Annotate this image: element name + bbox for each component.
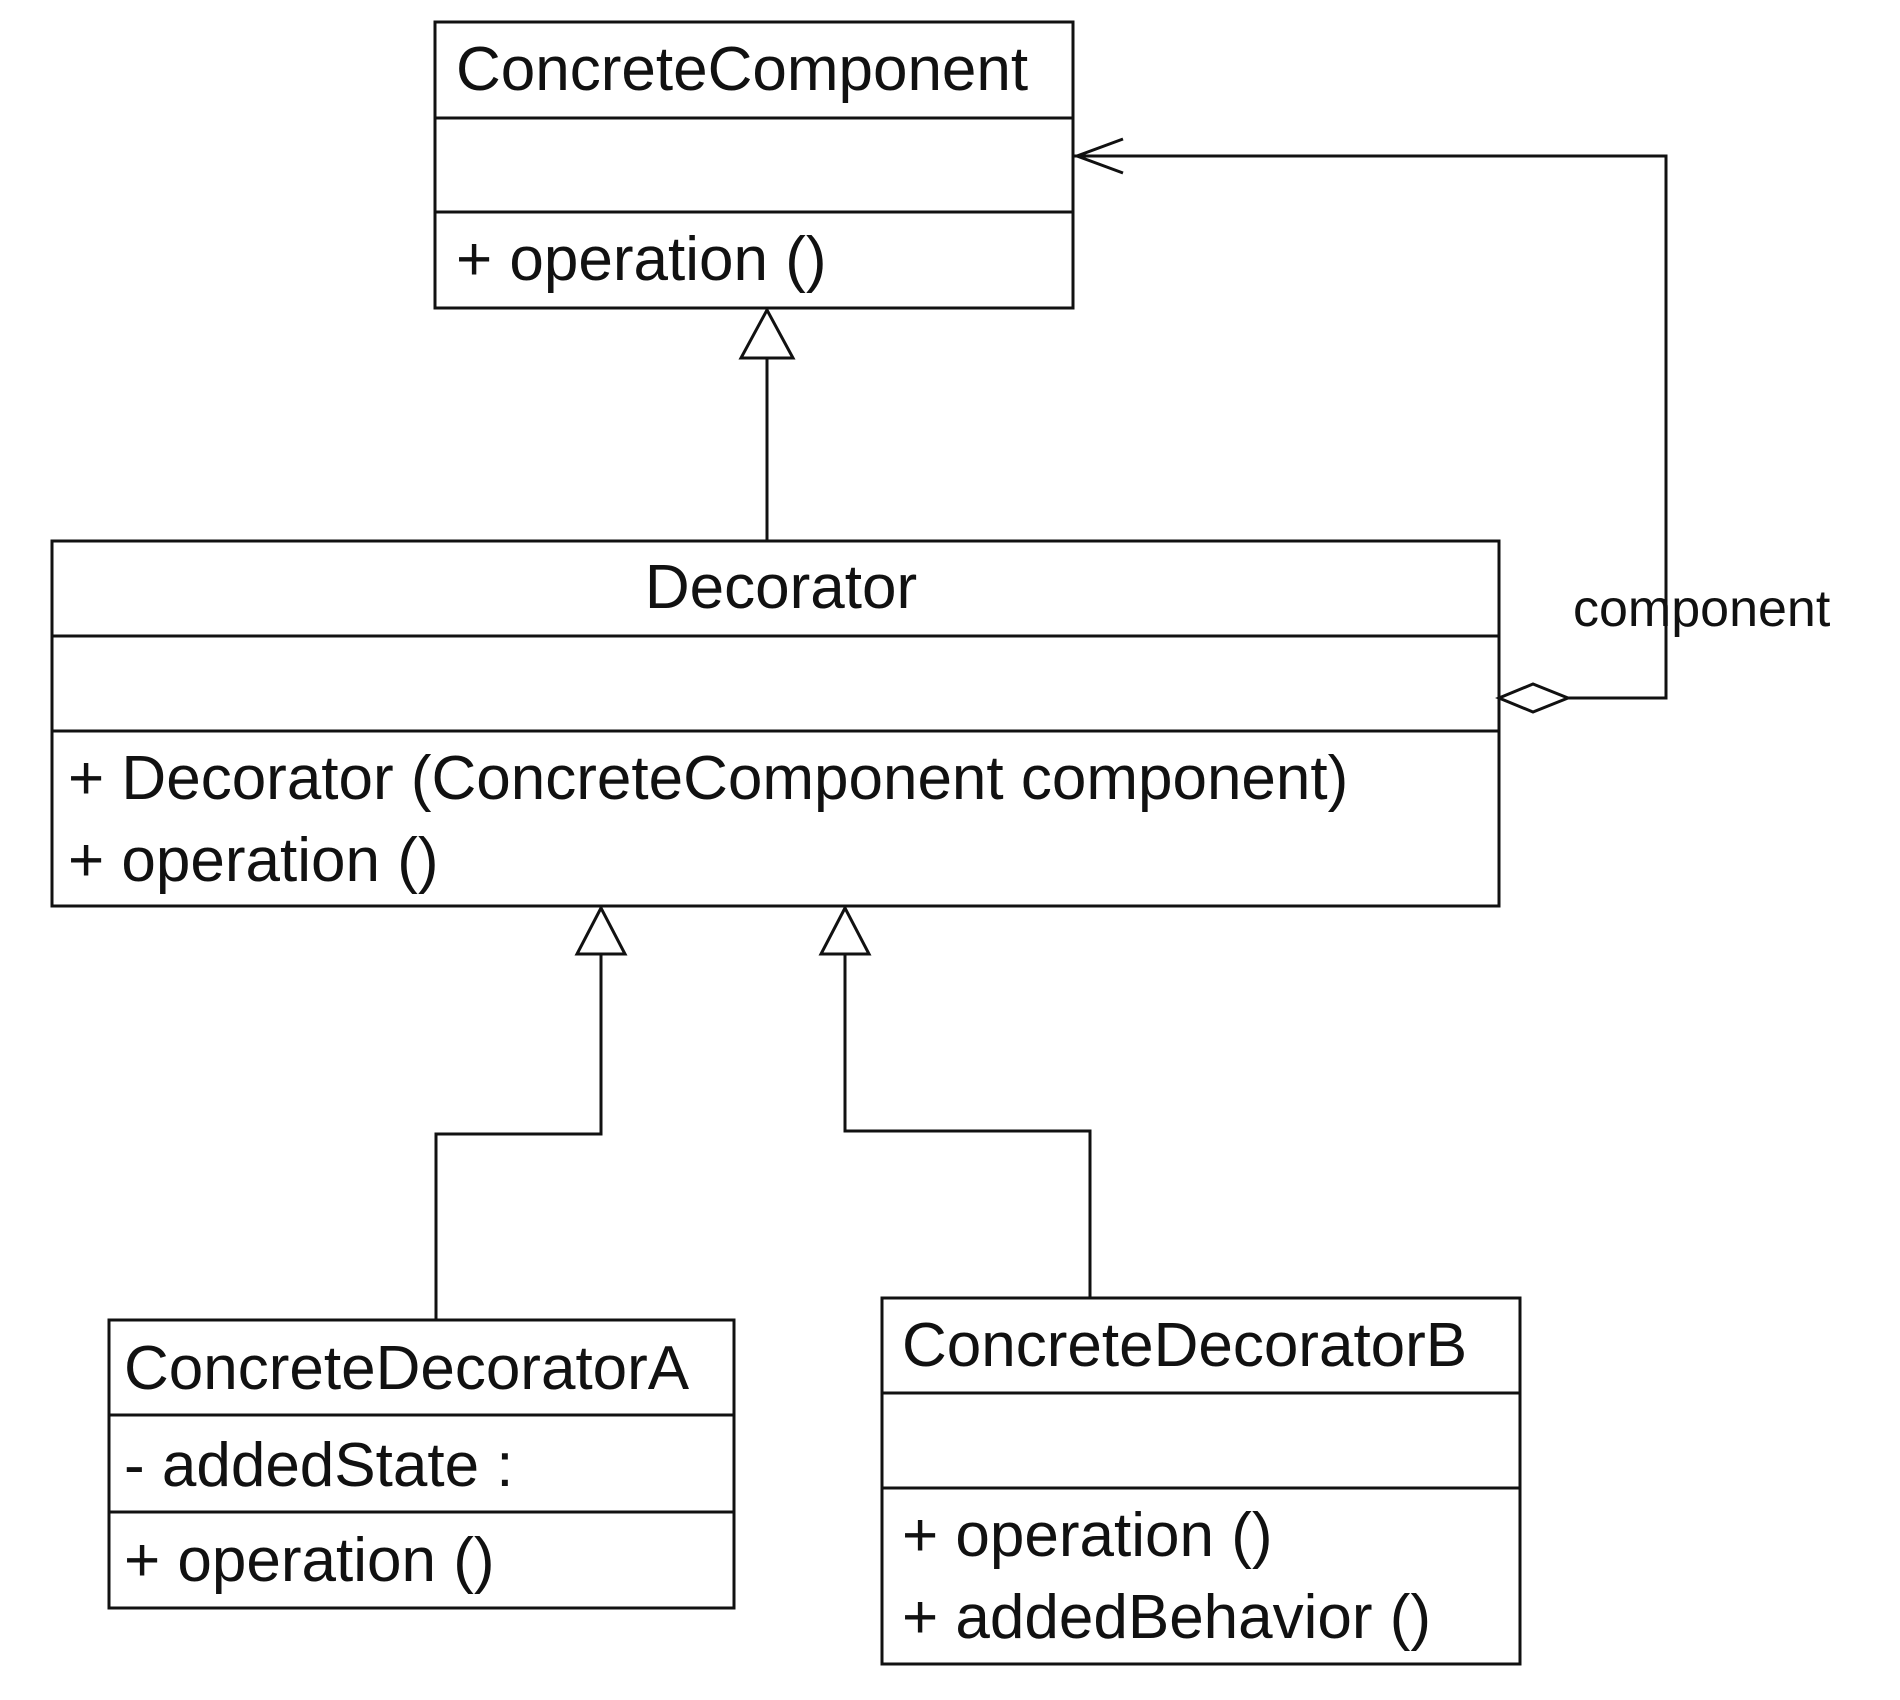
association-line <box>1073 154 1668 700</box>
class-concrete-decorator-a[interactable]: ConcreteDecoratorA - addedState : + oper… <box>107 1318 736 1610</box>
class-name: Decorator <box>645 553 917 622</box>
operation-text: + operation () <box>456 225 827 294</box>
class-concrete-decorator-b[interactable]: ConcreteDecoratorB + operation () + adde… <box>880 1296 1522 1666</box>
constructor-text: + Decorator (ConcreteComponent component… <box>68 744 1348 813</box>
class-concrete-component[interactable]: ConcreteComponent + operation () <box>433 20 1075 310</box>
class-box <box>50 539 1501 908</box>
operation-text: + operation () <box>68 826 439 895</box>
open-arrowhead <box>1072 137 1124 175</box>
class-name: ConcreteDecoratorB <box>902 1311 1467 1380</box>
generalization-decorator-to-concrete-component <box>738 306 796 541</box>
generalization-arrowhead <box>574 904 628 956</box>
class-decorator[interactable]: Decorator + Decorator (ConcreteComponent… <box>50 539 1501 908</box>
association-role-label: component <box>1573 580 1831 638</box>
class-name: ConcreteComponent <box>456 35 1028 104</box>
generalization-line <box>434 954 603 1320</box>
generalization-decorator-a-to-decorator <box>434 904 628 1320</box>
class-name: ConcreteDecoratorA <box>124 1334 690 1403</box>
operation-text: + operation () <box>902 1501 1273 1570</box>
generalization-line <box>843 954 1092 1298</box>
operation-text: + operation () <box>124 1526 495 1595</box>
class-box <box>880 1296 1522 1666</box>
class-box <box>107 1318 736 1610</box>
operation-text: + addedBehavior () <box>902 1583 1431 1652</box>
aggregation-diamond <box>1495 682 1573 714</box>
generalization-decorator-b-to-decorator <box>818 904 1092 1298</box>
attribute-text: - addedState : <box>124 1431 514 1500</box>
aggregation-decorator-to-concrete-component: component <box>1072 137 1831 714</box>
generalization-arrowhead <box>738 306 796 360</box>
generalization-arrowhead <box>818 904 872 956</box>
class-box <box>433 20 1075 310</box>
